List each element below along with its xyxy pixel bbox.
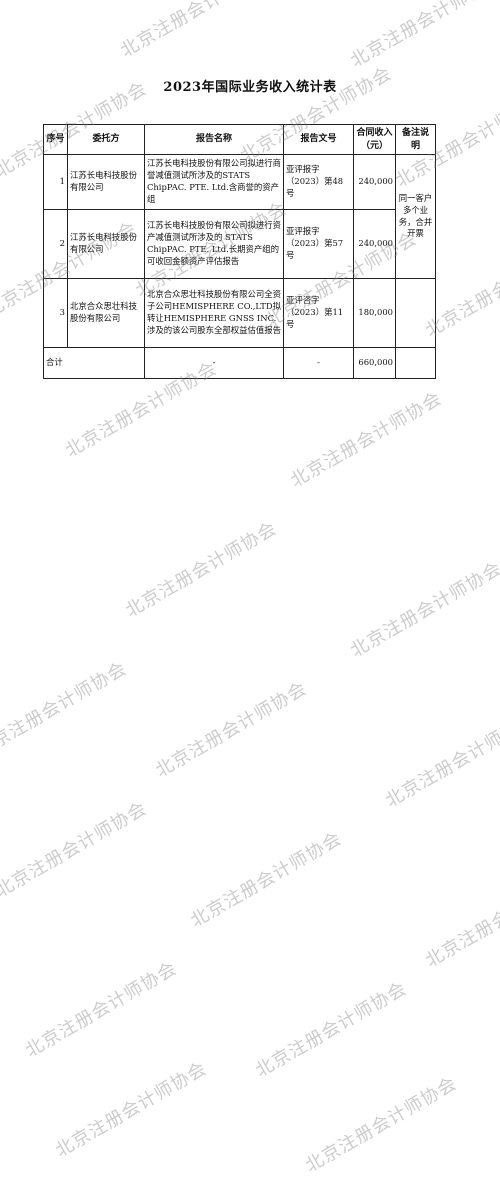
- watermark-text: 北京注册会计师协会: [422, 867, 500, 972]
- header-note: 备注说明: [395, 124, 436, 155]
- watermark-text: 北京注册会计师协会: [252, 977, 411, 1082]
- header-client: 委托方: [67, 124, 145, 155]
- row-seq: 3: [43, 278, 68, 348]
- total-row: 合计 - - 660,000: [43, 347, 436, 379]
- watermark-text: 北京注册会计师协会: [187, 827, 346, 932]
- watermark-text: 北京注册会计师协会: [52, 1057, 211, 1162]
- row-report-no: 亚评咨字（2023）第11号: [283, 278, 354, 348]
- watermark-text: 北京注册会计师协会: [117, 0, 276, 62]
- row-client: 北京合众思壮科技股份有限公司: [67, 278, 145, 348]
- total-revenue: 660,000: [353, 347, 396, 379]
- row-seq: 1: [43, 154, 68, 210]
- header-revenue: 合同收入（元）: [353, 124, 396, 155]
- revenue-table: 序号 委托方 报告名称 报告文号 合同收入（元） 备注说明 1 江苏长电科技股份…: [43, 124, 436, 379]
- total-label: 合计: [43, 347, 145, 379]
- watermark-text: 北京注册会计师协会: [22, 957, 181, 1062]
- watermark-text: 北京注册会计师协会: [0, 797, 151, 902]
- table-header-row: 序号 委托方 报告名称 报告文号 合同收入（元） 备注说明: [43, 124, 436, 155]
- watermark-text: 北京注册会计师协会: [347, 557, 500, 662]
- watermark-text: 北京注册会计师协会: [287, 387, 446, 492]
- watermark-text: 北京注册会计师协会: [347, 0, 500, 72]
- watermark-text: 北京注册会计师协会: [122, 517, 281, 622]
- row-client: 江苏长电科技股份有限公司: [67, 154, 145, 210]
- row-report-no: 亚评报字（2023）第48号: [283, 154, 354, 210]
- watermark-text: 北京注册会计师协会: [0, 657, 131, 762]
- row-report-name: 江苏长电科技股份有限公司拟进行商誉减值测试所涉及的STATS ChipPAC. …: [144, 154, 284, 210]
- row-revenue: 240,000: [353, 154, 396, 210]
- row-report-name: 北京合众思壮科技股份有限公司全资子公司HEMISPHERE CO.,LTD拟转让…: [144, 278, 284, 348]
- total-name-cell: -: [144, 347, 284, 379]
- total-note-empty: [395, 347, 436, 379]
- row-revenue: 240,000: [353, 209, 396, 279]
- table-row: 2 江苏长电科技股份有限公司 江苏长电科技股份有限公司拟进行资产减值测试所涉及的…: [43, 209, 436, 279]
- row-revenue: 180,000: [353, 278, 396, 348]
- table-row: 3 北京合众思壮科技股份有限公司 北京合众思壮科技股份有限公司全资子公司HEMI…: [43, 278, 436, 348]
- table-row: 1 江苏长电科技股份有限公司 江苏长电科技股份有限公司拟进行商誉减值测试所涉及的…: [43, 154, 436, 279]
- document-title: 2023年国际业务收入统计表: [163, 80, 337, 95]
- row-seq: 2: [43, 209, 68, 279]
- header-report-no: 报告文号: [283, 124, 354, 155]
- watermark-text: 北京注册会计师协会: [382, 707, 500, 812]
- total-no-cell: -: [283, 347, 354, 379]
- merged-note: 同一客户多个业务，合并开票: [395, 154, 436, 279]
- row-note-empty: [395, 278, 436, 348]
- header-report-name: 报告名称: [144, 124, 284, 155]
- watermark-text: 北京注册会计师协会: [302, 1072, 461, 1177]
- row-report-name: 江苏长电科技股份有限公司拟进行资产减值测试所涉及的 STATS ChipPAC.…: [144, 209, 284, 279]
- watermark-text: 北京注册会计师协会: [152, 677, 311, 782]
- row-report-no: 亚评报字（2023）第57号: [283, 209, 354, 279]
- row-client: 江苏长电科技股份有限公司: [67, 209, 145, 279]
- header-seq: 序号: [43, 124, 68, 155]
